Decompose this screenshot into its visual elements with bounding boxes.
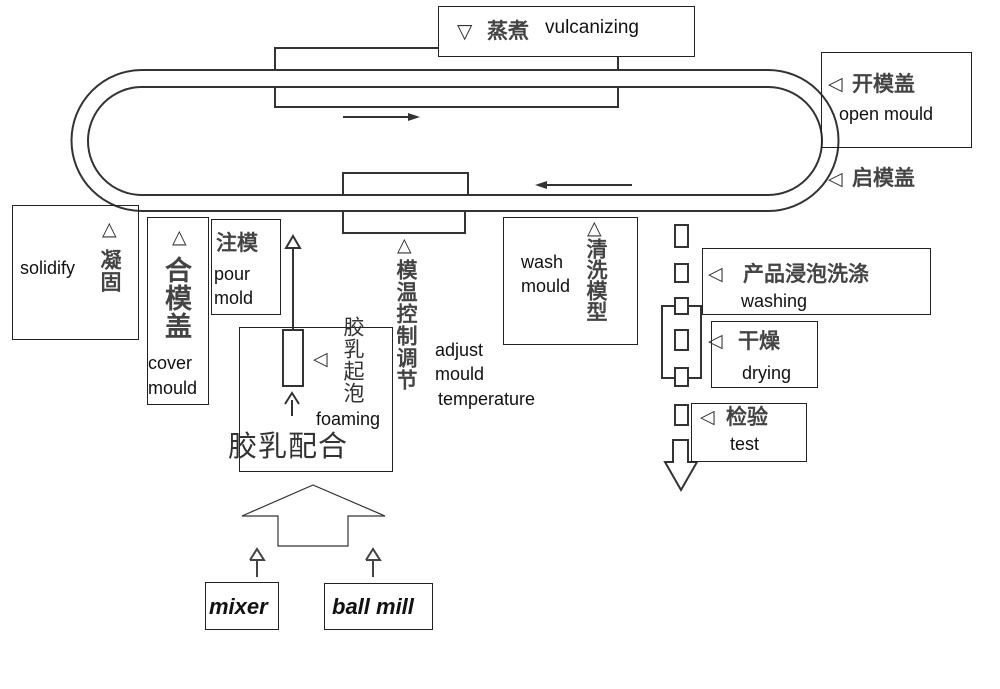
conveyor-track bbox=[70, 69, 840, 212]
adjust-temp-en-line1: adjust bbox=[435, 340, 484, 360]
product-slot bbox=[674, 329, 689, 351]
drying-marker-icon: ◁ bbox=[708, 330, 723, 352]
foaming-cn: 胶乳起泡 bbox=[341, 316, 365, 404]
test-cn: 检验 bbox=[726, 405, 768, 429]
open-mould-marker-icon: ◁ bbox=[828, 73, 843, 95]
ball-mill-arrow bbox=[365, 547, 382, 577]
adjust-temp-en-line2: mould bbox=[435, 364, 485, 384]
post-processing-chain bbox=[661, 224, 702, 493]
drying-en: drying bbox=[742, 363, 792, 383]
solidify-marker-icon: △ bbox=[102, 218, 117, 240]
mixer-arrow bbox=[249, 547, 266, 577]
pour-mold-en-line2: mold bbox=[214, 288, 254, 308]
cover-mould-cn: 合模盖 bbox=[160, 256, 191, 340]
product-slot bbox=[674, 224, 689, 248]
direction-arrow-right bbox=[343, 113, 420, 121]
cover-mould-en-line1: cover bbox=[148, 353, 193, 373]
output-arrow bbox=[663, 439, 699, 493]
drying-label-box: ◁ 干燥 drying bbox=[708, 321, 818, 388]
solidify-cn: 凝固 bbox=[98, 249, 122, 293]
open-mould-en: open mould bbox=[839, 104, 934, 124]
vulcanizing-cn: 蒸煮 bbox=[487, 19, 529, 43]
vulcanizing-label-box: ▽ 蒸煮 vulcanizing bbox=[438, 6, 695, 57]
pour-mold-cn: 注模 bbox=[216, 231, 258, 255]
washing-marker-icon: ◁ bbox=[708, 263, 723, 285]
washing-en: washing bbox=[741, 291, 808, 311]
latex-compounding-cn: 胶乳配合 bbox=[228, 429, 349, 463]
track-outer bbox=[70, 69, 840, 212]
ball-mill-input-box: ball mill bbox=[324, 583, 433, 630]
adjust-temp-marker-icon: △ bbox=[397, 234, 412, 256]
test-en: test bbox=[730, 434, 760, 454]
wash-mould-en-line2: mould bbox=[521, 276, 571, 296]
solidify-label-box: solidify △ 凝固 bbox=[12, 205, 139, 340]
pour-mold-label-box: 注模 pour mold bbox=[211, 219, 281, 315]
washing-cn: 产品浸泡洗涤 bbox=[743, 262, 869, 286]
product-slot bbox=[674, 404, 689, 426]
open-mould-cn: 开模盖 bbox=[852, 72, 915, 96]
foaming-marker-icon: ◁ bbox=[313, 348, 328, 370]
adjust-temp-en-line3: temperature bbox=[438, 389, 536, 409]
product-slot bbox=[674, 297, 689, 315]
vulcanizing-marker-icon: ▽ bbox=[457, 19, 473, 43]
test-label-box: ◁ 检验 test bbox=[691, 403, 807, 462]
wash-mould-cn: 清洗模型 bbox=[584, 238, 608, 322]
vulcanizing-en: vulcanizing bbox=[545, 17, 639, 38]
open-lid-marker-icon: ◁ bbox=[828, 168, 843, 190]
wash-mould-en-line1: wash bbox=[521, 252, 564, 272]
solidify-en: solidify bbox=[20, 258, 76, 278]
washing-label-box: ◁ 产品浸泡洗涤 washing bbox=[702, 248, 931, 315]
wash-mould-label-box: wash mould △ 清洗模型 bbox=[503, 217, 638, 345]
pour-mold-en-line1: pour bbox=[214, 264, 251, 284]
latex-compounding-box: ◁ 胶乳起泡 foaming 胶乳配合 bbox=[228, 316, 393, 472]
open-mould-label-box: ◁ 开模盖 open mould bbox=[821, 52, 972, 148]
cover-mould-en-line2: mould bbox=[148, 378, 198, 398]
product-slot bbox=[674, 367, 689, 387]
product-slot bbox=[674, 263, 689, 283]
wash-mould-marker-icon: △ bbox=[587, 217, 602, 239]
ball-mill-label: ball mill bbox=[332, 594, 414, 619]
mixer-input-box: mixer bbox=[205, 582, 279, 630]
open-lid-cn: 启模盖 bbox=[852, 166, 915, 190]
mixer-label: mixer bbox=[209, 594, 268, 619]
input-arrow bbox=[241, 484, 386, 547]
cover-mould-label-box: △ 合模盖 cover mould bbox=[147, 217, 209, 405]
direction-arrow-left bbox=[535, 181, 632, 189]
mould-temperature-heater bbox=[342, 172, 469, 234]
cover-mould-marker-icon: △ bbox=[172, 226, 187, 248]
pour-line bbox=[282, 234, 304, 416]
test-marker-icon: ◁ bbox=[700, 406, 715, 428]
foaming-en: foaming bbox=[316, 409, 381, 429]
foaming-tube bbox=[282, 329, 304, 387]
drying-cn: 干燥 bbox=[738, 329, 780, 353]
track-inner bbox=[87, 86, 823, 196]
adjust-temp-cn: 模温控制调节 bbox=[394, 259, 418, 391]
